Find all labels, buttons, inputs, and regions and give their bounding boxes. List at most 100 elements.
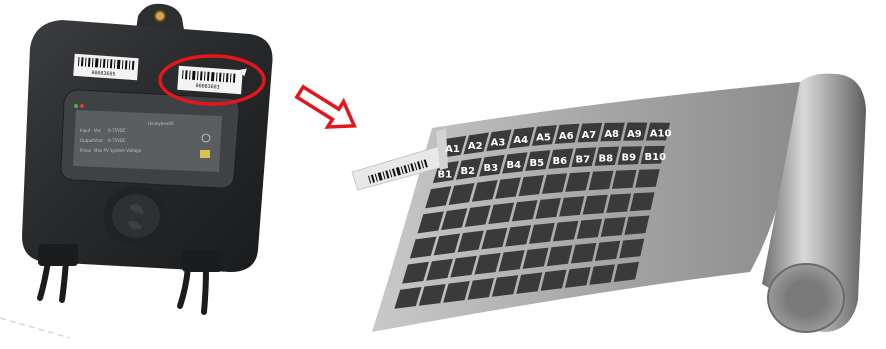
arrow-icon [294, 84, 357, 129]
sheet-label-b1: B1 [438, 169, 453, 180]
label-cell [576, 218, 603, 240]
label-cell [402, 261, 429, 284]
label-cell [409, 236, 437, 259]
label-cells [394, 122, 671, 309]
sheet-label-b7: B7 [576, 154, 591, 165]
label-cell [624, 215, 650, 235]
label-cell [535, 198, 561, 219]
label-cell [548, 148, 574, 169]
label-cell [640, 145, 665, 165]
sheet-label-a8: A8 [604, 129, 619, 140]
spec-row-1-val: 0-75VDC [108, 128, 126, 133]
label-cell [600, 122, 625, 142]
sheet-label-b8: B8 [599, 153, 614, 164]
highlight-circle [158, 54, 266, 106]
label-cell [509, 127, 535, 149]
label-cell [529, 222, 555, 244]
sheet-roll [762, 73, 866, 333]
label-cell [471, 180, 498, 202]
brand-text: HoneybeeX0 [148, 121, 174, 126]
spec-row-2-key: Vout [94, 138, 103, 143]
sheet-label-a6: A6 [559, 131, 574, 142]
label-cell [418, 283, 446, 306]
spec-row-1-key: Voc [94, 128, 101, 133]
sheet-label-b4: B4 [507, 160, 522, 171]
spec-row-2-name: Output [80, 138, 94, 143]
label-cell [577, 122, 603, 143]
label-cell [511, 200, 538, 222]
label-cell [463, 132, 489, 155]
label-cell [491, 275, 519, 297]
device-cables [37, 259, 209, 315]
barcode-sticker-left: 00083605 [73, 53, 139, 81]
sheet-label-a5: A5 [536, 133, 551, 144]
label-cell [505, 225, 532, 247]
label-cell [546, 245, 573, 267]
label-cell [559, 196, 585, 217]
label-cell [481, 227, 508, 250]
label-cell [516, 272, 543, 294]
led-red-icon [80, 104, 84, 108]
sheet-label-a9: A9 [627, 129, 642, 140]
decorative-dashed-line [0, 317, 71, 339]
barcode-left-code: 00083605 [91, 70, 115, 78]
ce-mark-icon [201, 133, 211, 143]
label-cell [522, 247, 549, 269]
label-cell [541, 173, 568, 194]
sheet-label-a10: A10 [650, 129, 672, 140]
spec-row-3-key: Max PV System Voltage [94, 148, 142, 153]
sheet-label-b10: B10 [645, 152, 667, 163]
label-cell [588, 170, 614, 191]
peeled-barcode-icon [367, 159, 428, 184]
label-cell [589, 264, 615, 285]
connector-right [182, 250, 222, 272]
label-cell [455, 157, 482, 180]
label-cell [594, 240, 621, 261]
fan-vent [104, 186, 168, 246]
label-cell [623, 122, 648, 141]
barcode-left-icon [77, 57, 135, 70]
barcode-right-code: 00083603 [195, 83, 219, 91]
warning-icon [200, 150, 210, 158]
label-cell [457, 230, 484, 253]
label-cell [502, 152, 528, 174]
sheet-label-a3: A3 [491, 138, 506, 149]
spec-row-2-val: 0-75VDC [108, 138, 126, 143]
sheet-label-b9: B9 [622, 153, 637, 164]
label-cell [464, 205, 491, 228]
barcode-right-icon [181, 70, 236, 83]
label-cell [594, 146, 620, 166]
label-cell [488, 202, 515, 225]
label-cell [450, 255, 477, 278]
label-cell [611, 169, 637, 189]
label-cell [448, 182, 475, 205]
label-cell [425, 186, 452, 209]
label-cell [518, 175, 544, 197]
sheet-label-a7: A7 [582, 130, 597, 141]
spec-row-3-name: Pmax [80, 148, 92, 153]
spec-label: HoneybeeX0 Input Voc 0-75VDC Output Vout… [73, 110, 222, 172]
sheet-label-b3: B3 [484, 163, 499, 174]
spec-row-1-name: Input [80, 128, 91, 133]
fan-blade-icon [128, 204, 144, 230]
label-cell [433, 233, 461, 256]
sheet-label-b2: B2 [461, 166, 476, 177]
sheet-label-a1: A1 [445, 144, 460, 155]
label-cell [486, 129, 512, 152]
label-cell [582, 194, 608, 215]
sheet-label-b5: B5 [530, 158, 545, 169]
label-cell [570, 242, 597, 264]
label-cell [443, 280, 470, 303]
label-cell [635, 169, 660, 188]
label-cell [554, 123, 580, 144]
label-cell [441, 208, 468, 231]
label-cell [617, 146, 642, 165]
label-cell [565, 171, 591, 192]
label-cell [426, 258, 453, 281]
label-cell [417, 211, 444, 234]
label-cell [552, 220, 579, 242]
